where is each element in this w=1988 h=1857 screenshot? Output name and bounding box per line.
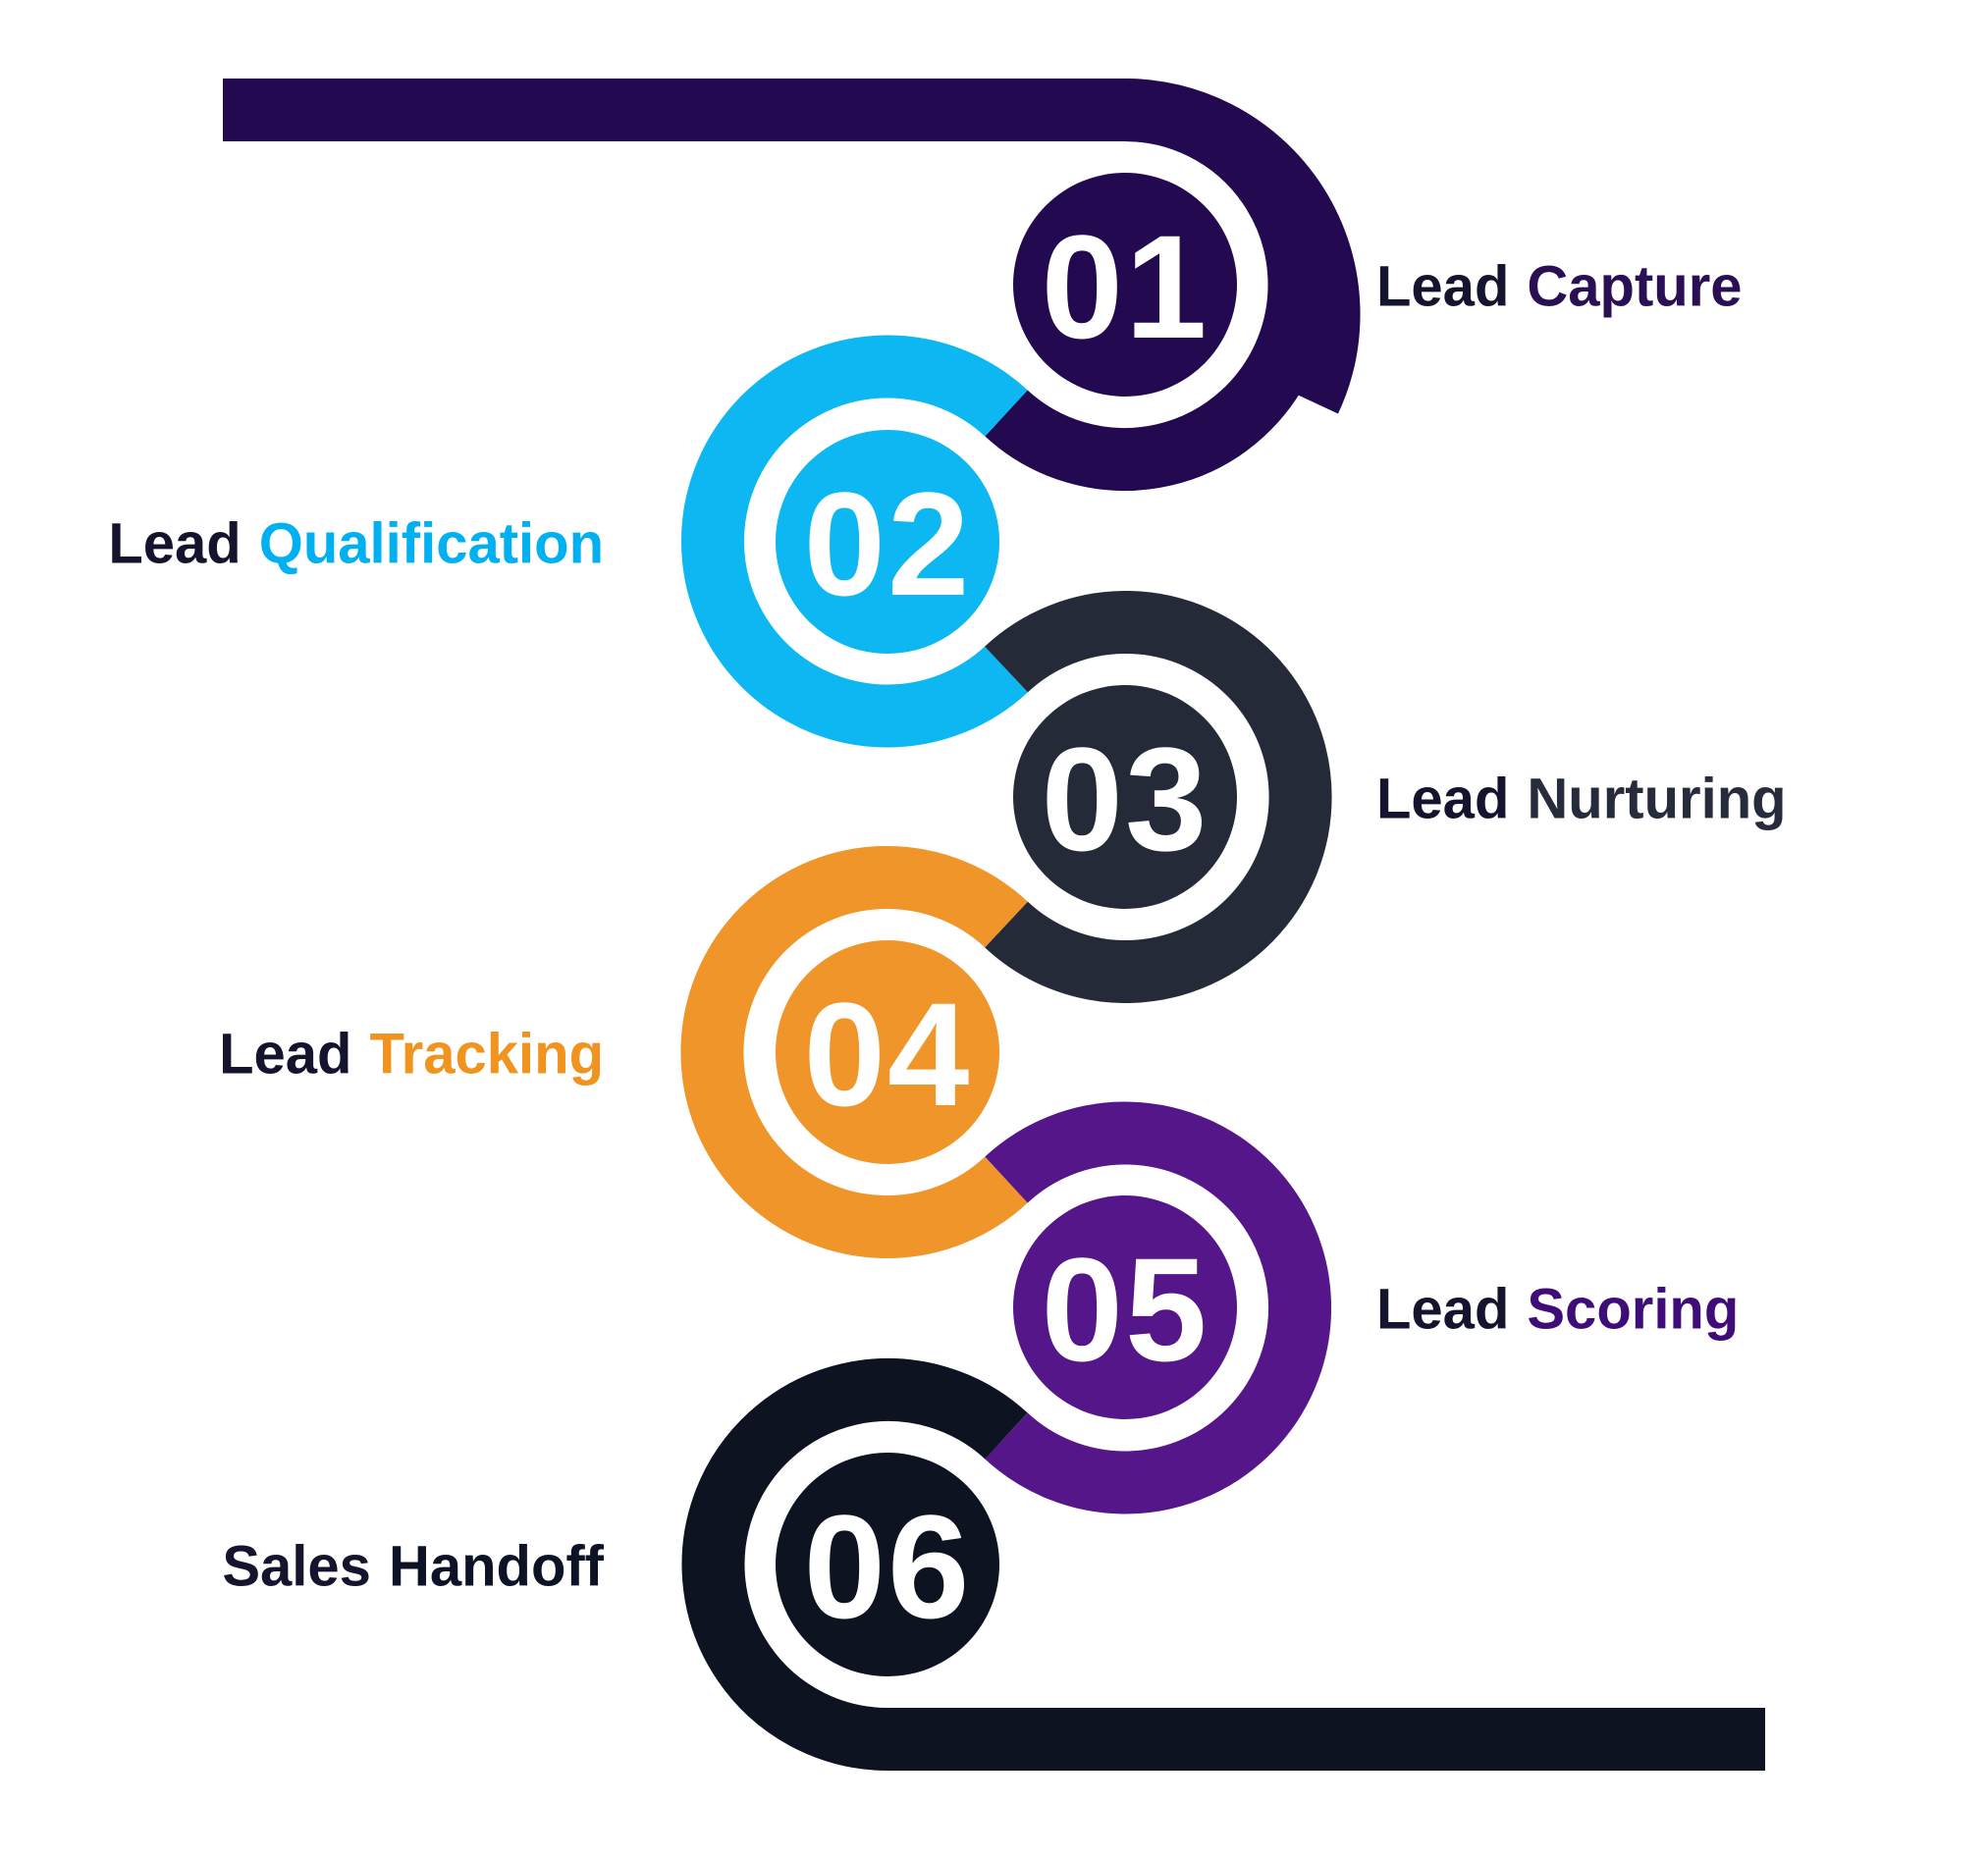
step-3-label-prefix: Lead [1376, 767, 1509, 830]
step-4-label-prefix: Lead [219, 1022, 351, 1086]
step-1-label-emphasis: Capture [1527, 254, 1742, 318]
step-6-label-prefix: Sales [222, 1534, 371, 1598]
step-2-label: Lead Qualification [108, 511, 604, 575]
step-5-label-emphasis: Scoring [1527, 1277, 1739, 1341]
step-4-number: 04 [804, 972, 972, 1137]
step-6-ribbon [681, 1358, 1765, 1771]
step-4-badge [776, 940, 999, 1164]
step-2-label-emphasis: Qualification [259, 511, 604, 575]
step-3-number: 03 [1042, 716, 1209, 881]
step-3-badge [1013, 685, 1237, 909]
step-1-badge [1013, 173, 1237, 397]
step-3-label-emphasis: Nurturing [1527, 767, 1786, 830]
step-5-number: 05 [1042, 1227, 1209, 1392]
step-3-label: Lead Nurturing [1376, 767, 1787, 830]
step-2-ribbon [681, 335, 1028, 748]
step-2-label-prefix: Lead [108, 511, 241, 575]
step-4-label-emphasis: Tracking [369, 1022, 604, 1086]
step-6-number: 06 [804, 1484, 972, 1649]
step-6-label: Sales Handoff [222, 1534, 604, 1598]
step-4-label: Lead Tracking [219, 1022, 604, 1086]
step-1-ribbon [223, 79, 1331, 491]
step-6-badge [776, 1453, 999, 1676]
step-1-number: 01 [1042, 204, 1209, 369]
step-1-label-prefix: Lead [1376, 254, 1509, 318]
step-3-ribbon [985, 591, 1332, 1003]
step-2-badge [776, 430, 999, 654]
step-5-badge [1013, 1195, 1237, 1419]
step-2-number: 02 [804, 461, 972, 626]
step-5-label: Lead Scoring [1376, 1277, 1739, 1341]
step-4-ribbon [680, 846, 1028, 1258]
step-6-label-emphasis: Handoff [389, 1534, 605, 1598]
step-5-label-prefix: Lead [1376, 1277, 1509, 1341]
step-5-ribbon [985, 1101, 1331, 1514]
step-1-label: Lead Capture [1376, 254, 1743, 318]
